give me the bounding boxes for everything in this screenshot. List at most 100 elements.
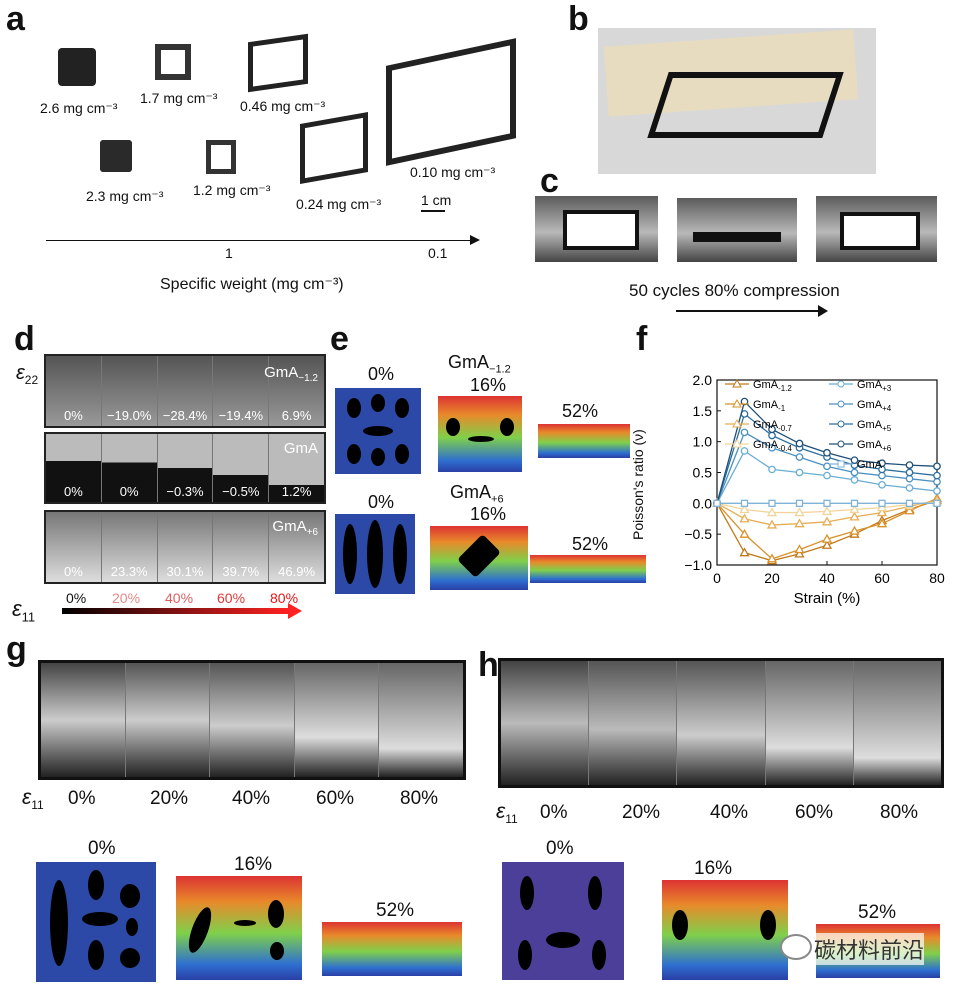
legend-marker [837,380,845,388]
g-fe-0 [36,862,156,982]
d-strip-neg: 0% −19.0% −28.4% −19.4% 6.9% GmA−1.2 [44,354,326,428]
legend-label: GmA+4 [857,399,892,413]
density-axis [46,240,474,241]
data-point [739,513,750,523]
data-point [768,499,776,507]
data-point [905,461,914,469]
legend-marker [837,460,845,468]
g-fe-label-52: 52% [376,900,415,921]
data-point [794,548,805,558]
data-point [768,465,776,474]
h-fe-16 [662,880,788,980]
data-point [768,443,776,452]
compression-photo-compressed [677,198,797,262]
data-point [904,505,915,515]
h-eps-label: ε11 [496,800,518,827]
data-point [795,468,804,477]
watermark-text: 碳材料前沿 [814,933,925,965]
f-ylabel: Poisson's ratio (ν) [630,429,646,540]
y-tick-label: 0.5 [693,465,713,481]
e-top-fe-0 [335,388,421,474]
wechat-icon [780,934,812,960]
compression-photo-recovered [816,196,937,262]
g-strain-20: 20% [150,788,189,809]
data-point [794,518,805,528]
h-photo-strip [498,658,944,788]
legend-label: GmA-1.2 [753,379,792,393]
y-tick-label: −1.0 [684,557,712,573]
data-point [766,507,778,517]
data-point [876,502,888,512]
panel-label-h: h [478,646,499,684]
data-point [933,471,941,480]
e-bot-title: GmA+6 [450,482,504,506]
e-bot-label-2: 52% [572,534,609,554]
legend-label: GmA+6 [857,439,892,453]
legend-label: GmA+5 [857,419,892,433]
density-label: 1.2 mg cm⁻³ [193,182,271,198]
data-point [823,471,831,480]
panel-label-d: d [14,320,35,358]
arrow-right-icon [818,305,828,317]
cube-0.24 [300,112,368,184]
g-eps-label: ε11 [22,786,44,813]
cube-2.3 [100,140,132,172]
scale-bar [421,210,445,212]
data-point [739,547,750,557]
density-label: 0.24 mg cm⁻³ [296,196,382,212]
eps22-label: ε22 [16,362,39,387]
d-strip-zero: 0% 0% −0.3% −0.5% 1.2% GmA [44,432,326,504]
legend-label: GmA-1 [753,399,786,413]
data-point [823,448,831,457]
panel-label-g: g [6,630,27,668]
eps11-label: ε11 [12,596,36,625]
data-point [876,507,888,517]
legend-marker [837,400,845,408]
data-point [850,476,859,484]
strain-scale-60: 60% [217,590,246,606]
cube-1.2 [206,140,236,174]
e-bot-fe-52 [530,555,646,583]
data-point [823,462,831,471]
axis-label: Specific weight (mg cm⁻³) [160,276,344,293]
compression-photo-initial [535,196,658,262]
data-point [850,456,859,465]
data-point [849,525,860,535]
data-point [933,477,941,486]
y-tick-label: −0.5 [684,526,712,542]
e-top-fe-52 [538,424,630,458]
data-point [766,519,778,529]
data-point [876,518,888,528]
data-point [878,480,886,489]
data-point [794,507,805,517]
data-point [795,453,804,461]
h-fe-0 [502,862,624,980]
axis-tick: 1 [225,245,233,261]
legend-marker [732,418,742,428]
e-top-title: GmA−1.2 [448,352,511,376]
data-point [795,439,804,448]
panel-label-e: e [330,320,349,358]
data-point [766,553,778,563]
data-point [933,487,941,495]
y-tick-label: 2.0 [693,372,713,388]
data-point [878,499,886,507]
data-point [794,544,805,554]
arrow-right-icon [470,235,480,245]
data-point [849,504,860,514]
e-bot-fe-0 [335,514,415,594]
cube-1.7 [155,44,191,80]
legend-marker [732,398,742,408]
e-bot-label-0: 0% [368,492,395,512]
d-row-title: GmA [283,440,318,457]
y-tick-label: 0.0 [693,495,713,511]
e-top-label-0: 0% [368,364,395,384]
legend-marker [732,438,742,448]
g-fe-label-0: 0% [88,838,116,859]
compression-caption: 50 cycles 80% compression [629,281,840,300]
strain-gradient-bar [62,608,290,614]
h-strain-0: 0% [540,802,568,823]
axis-tick: 0.1 [428,245,448,261]
g-photo-strip [38,660,466,780]
